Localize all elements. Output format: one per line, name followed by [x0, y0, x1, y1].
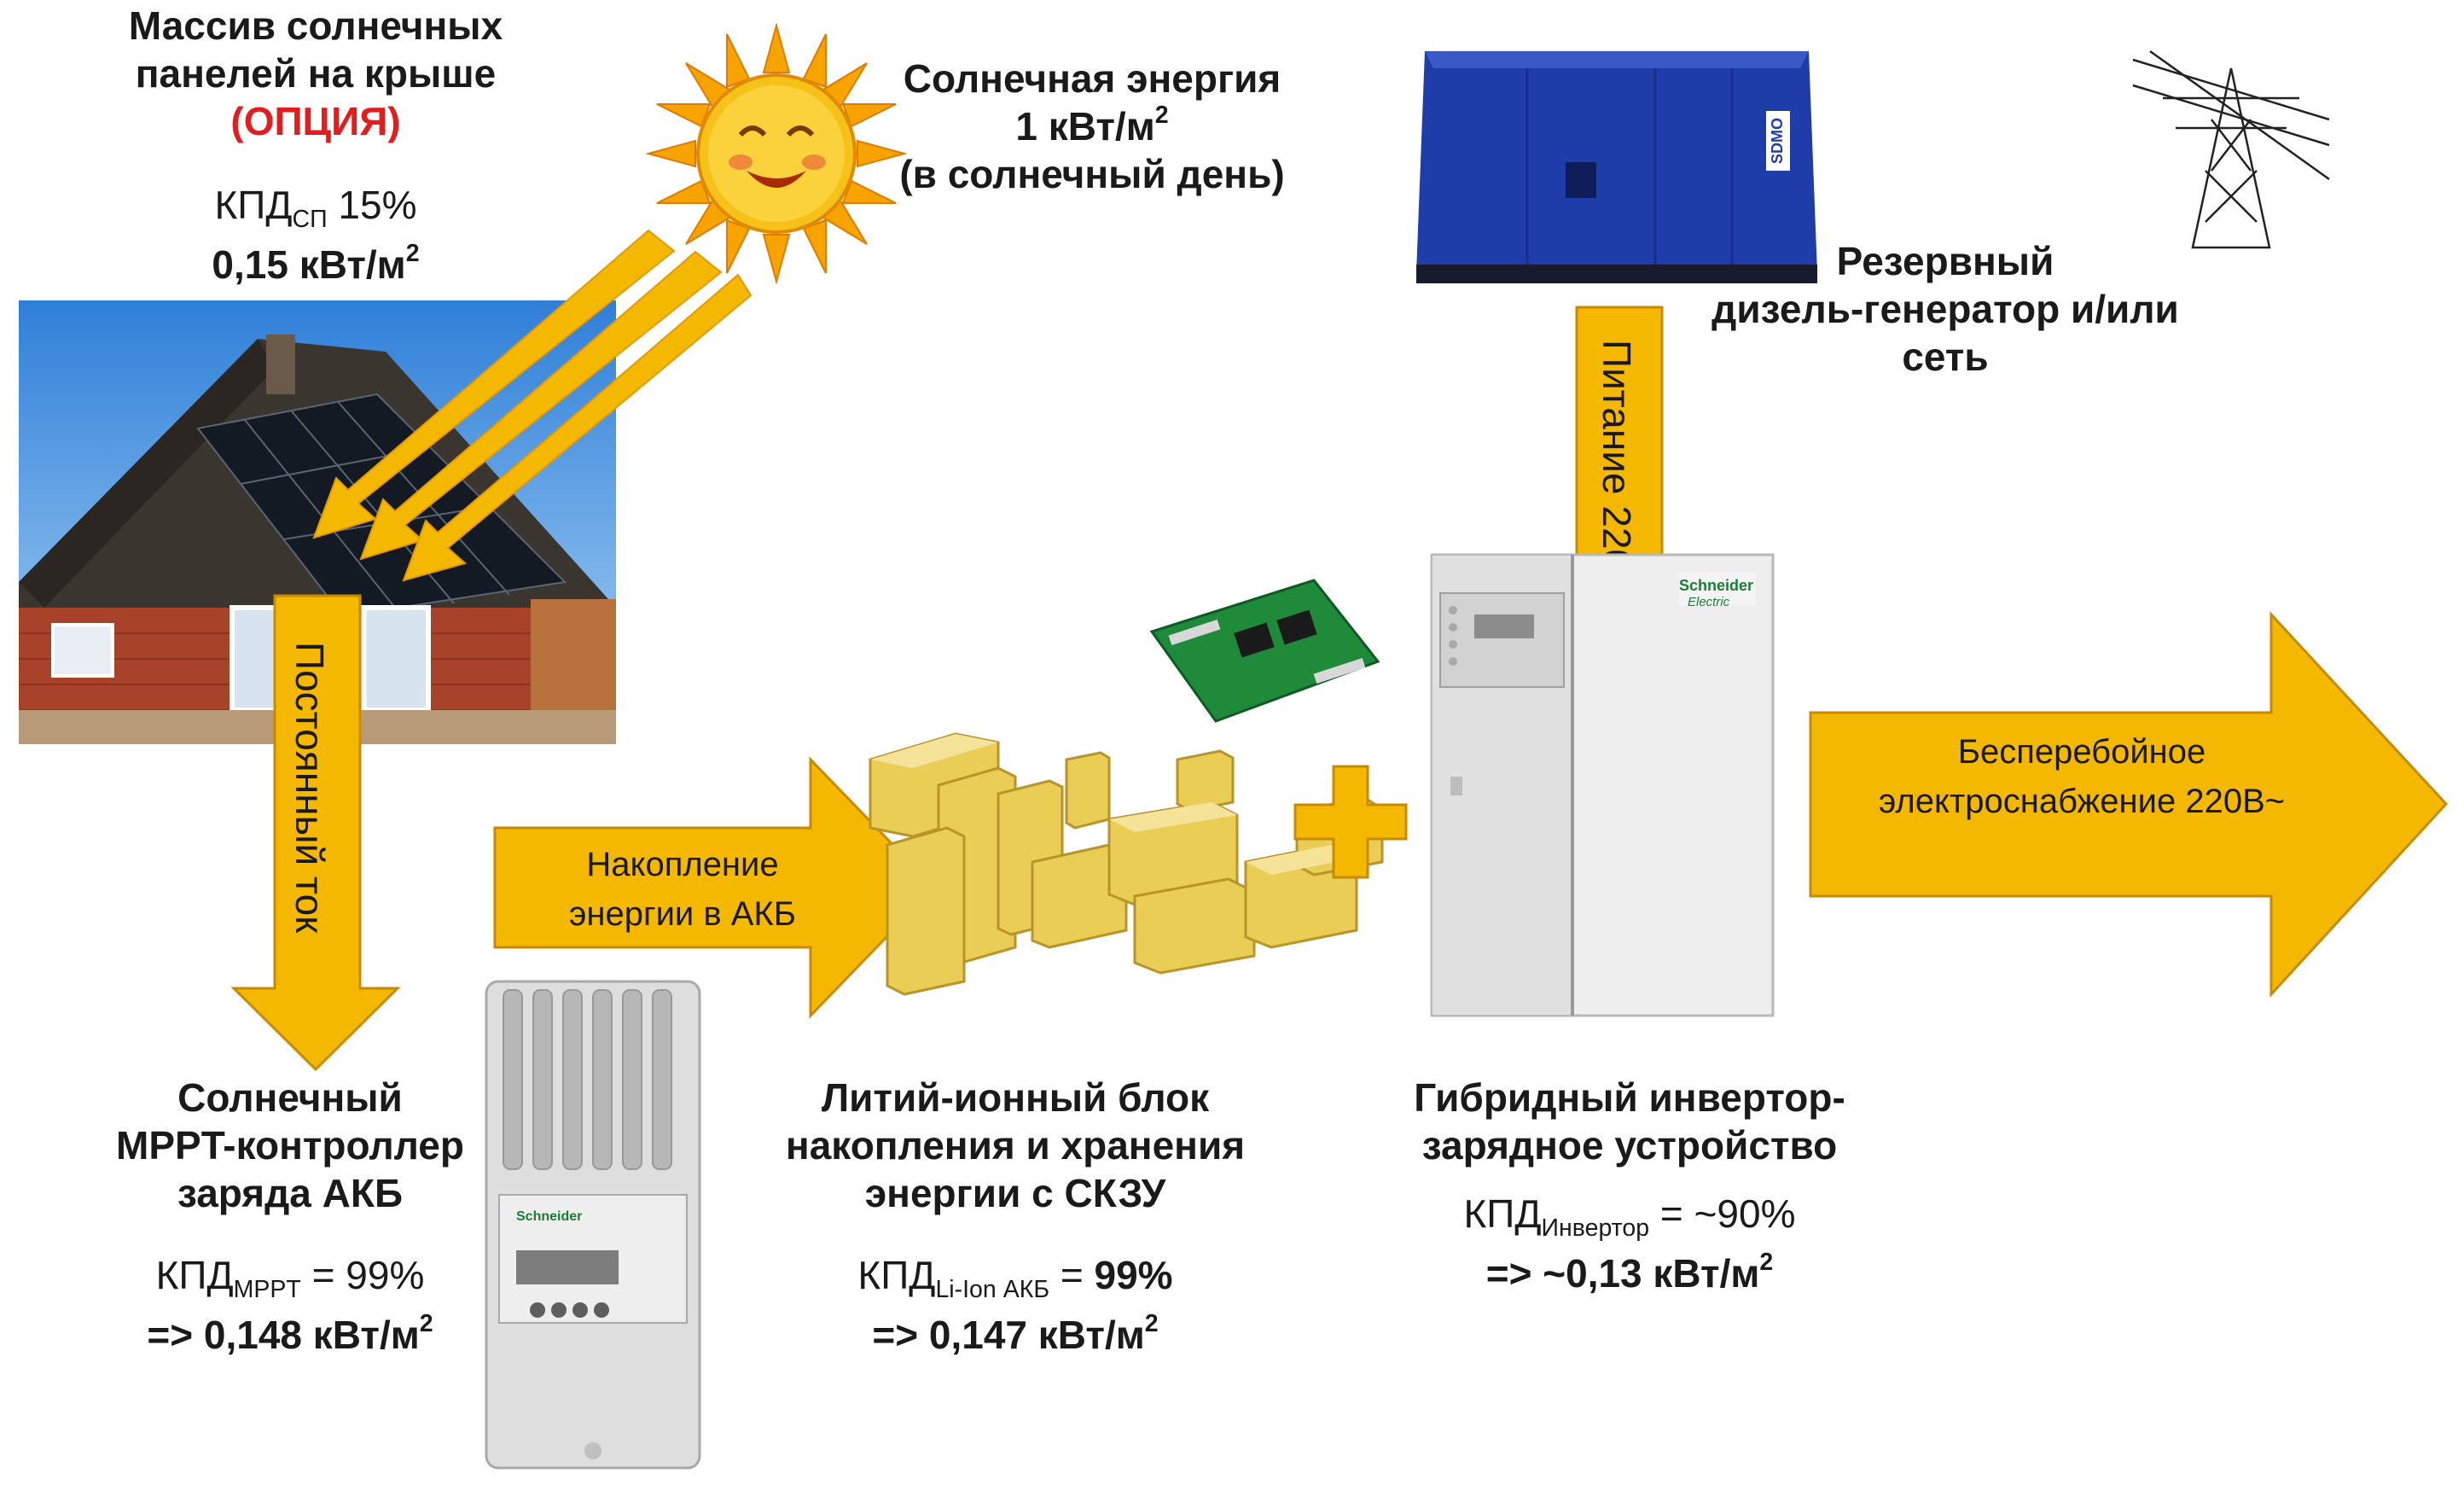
battery-efficiency: КПДLi-Ion АКБ = 99% [857, 1253, 1173, 1303]
generator-label: Резервный дизель-генератор и/или сеть [1711, 239, 2179, 380]
uninterrupted-supply-label: Бесперебойное электроснабжение 220В~ [1878, 733, 2286, 820]
plus-icon [1293, 765, 1408, 879]
mppt-controller-image: Schneider [485, 980, 701, 1470]
inverter-brand-sub: Electric [1688, 595, 1730, 609]
battery-title: Литий-ионный блок накопления и хранения … [785, 1075, 1246, 1216]
uninterrupted-supply-arrow [1809, 611, 2449, 998]
lithium-battery-cells-image [869, 732, 1384, 996]
inverter-brand: Schneider [1679, 577, 1753, 594]
solar-array-title: Массив солнечных панелей на крыше (ОПЦИЯ… [68, 2, 563, 145]
generator-badge: SDMO [1769, 118, 1786, 164]
energy-storage-arrow [493, 756, 937, 1019]
inverter-efficiency: КПДИнвертор = ~90% [1463, 1191, 1796, 1242]
sunlight-rays-arrows [312, 229, 753, 582]
dc-current-label: Постоянный ток [288, 642, 332, 934]
solar-array-efficiency: КПДСП 15% [214, 183, 417, 233]
inverter-title: Гибридный инвертор- зарядное устройство [1414, 1075, 1845, 1168]
inverter-power: => ~0,13 кВт/м2 [1485, 1249, 1774, 1296]
mppt-title: Солнечный MPPT-контроллер заряда АКБ [116, 1075, 464, 1216]
solar-energy-label: Солнечная энергия 1 кВт/м2 (в солнечный … [899, 56, 1285, 197]
control-board-image [1149, 579, 1380, 723]
dc-current-arrow [230, 594, 401, 1072]
power-line-tower-icon [2132, 50, 2330, 249]
energy-storage-label: Накопление энергии в АКБ [569, 846, 796, 933]
mppt-efficiency: КПДMPPT = 99% [155, 1253, 425, 1303]
diesel-generator-image: SDMO [1416, 51, 1817, 283]
solar-array-power: 0,15 кВт/м2 [212, 240, 420, 287]
sun-icon [645, 22, 908, 285]
mppt-brand: Schneider [516, 1209, 582, 1224]
option-label: (ОПЦИЯ) [230, 99, 401, 144]
mppt-power: => 0,148 кВт/м2 [147, 1310, 433, 1357]
hybrid-inverter-image: Schneider Electric [1430, 553, 1775, 1017]
battery-power: => 0,147 кВт/м2 [872, 1310, 1159, 1357]
